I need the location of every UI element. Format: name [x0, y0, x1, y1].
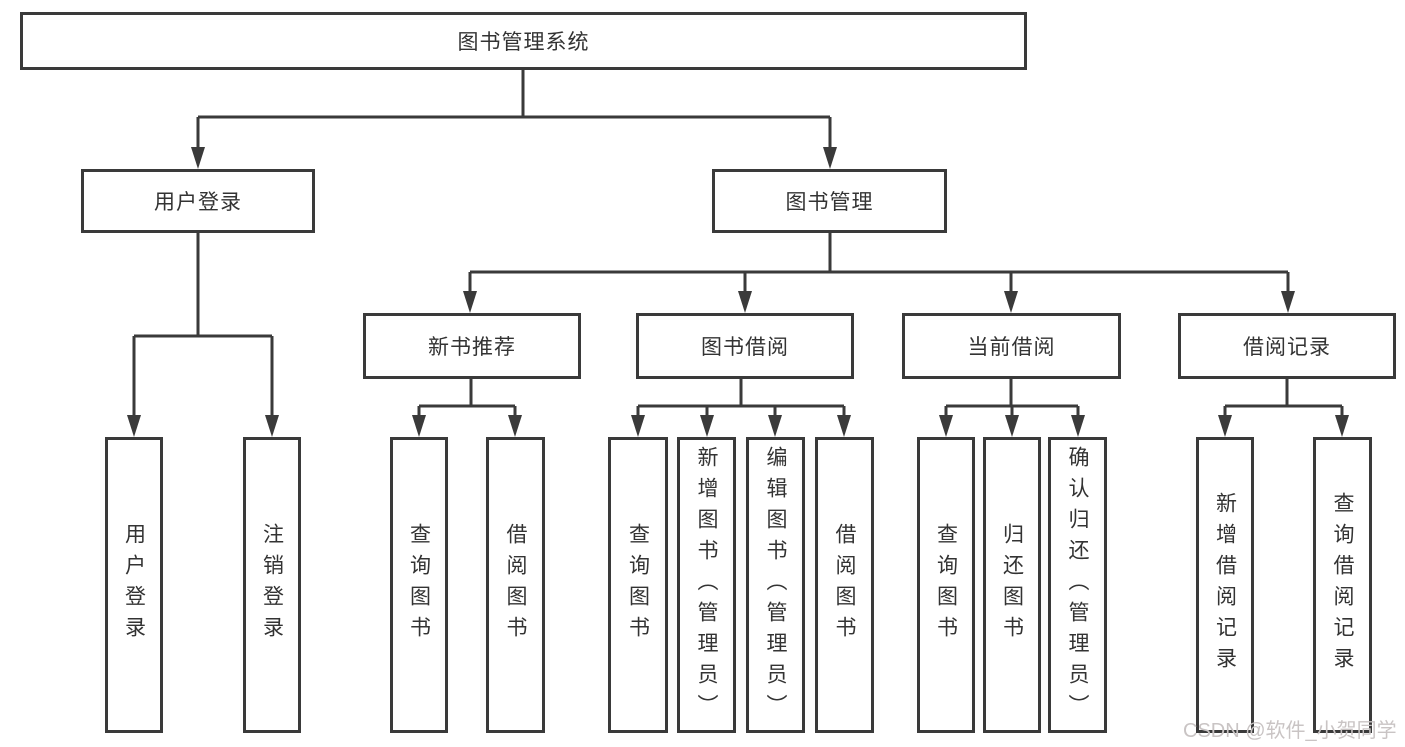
- connector-line: [944, 406, 948, 416]
- leaf-node-user-login: 用户登录: [105, 437, 163, 733]
- connector-line: [705, 406, 709, 416]
- leaf-node-query-borrow-record: 查询借阅记录: [1313, 437, 1372, 733]
- node-label: 归还图书: [1000, 523, 1024, 647]
- connector-line: [638, 404, 844, 408]
- arrow-down-icon: [939, 415, 953, 437]
- arrow-down-icon: [1218, 415, 1232, 437]
- node-library-system: 图书管理系统: [20, 12, 1027, 70]
- arrow-down-icon: [1281, 291, 1295, 313]
- node-label: 确认归还（管理员）: [1066, 445, 1089, 725]
- leaf-node-query-books: 查询图书: [608, 437, 668, 733]
- node-borrow-records: 借阅记录: [1178, 313, 1396, 379]
- connector-line: [134, 334, 272, 338]
- connector-line: [773, 406, 777, 416]
- connector-line: [513, 406, 517, 416]
- node-label: 查询借阅记录: [1331, 492, 1354, 678]
- connector-line: [1340, 406, 1344, 416]
- arrow-down-icon: [1004, 291, 1018, 313]
- connector-line: [132, 336, 136, 416]
- arrow-down-icon: [508, 415, 522, 437]
- leaf-node-query-books-recommend: 查询图书: [390, 437, 448, 733]
- leaf-node-borrow-books: 借阅图书: [815, 437, 874, 733]
- leaf-node-add-books-admin: 新增图书（管理员）: [677, 437, 736, 733]
- arrow-down-icon: [1071, 415, 1085, 437]
- node-label: 借阅记录: [1243, 336, 1331, 359]
- connector-line: [1285, 379, 1289, 407]
- connector-line: [419, 404, 515, 408]
- arrow-down-icon: [837, 415, 851, 437]
- node-book-management: 图书管理: [712, 169, 947, 233]
- node-label: 借阅图书: [833, 523, 856, 647]
- connector-line: [828, 233, 832, 273]
- connector-line: [198, 115, 830, 119]
- node-label: 查询图书: [626, 523, 650, 647]
- arrow-down-icon: [1335, 415, 1349, 437]
- node-label: 借阅图书: [504, 523, 527, 647]
- arrow-down-icon: [700, 415, 714, 437]
- node-label: 用户登录: [154, 191, 242, 214]
- arrow-down-icon: [823, 147, 837, 169]
- connector-line: [1286, 272, 1290, 293]
- connector-line: [521, 70, 525, 118]
- node-label: 查询图书: [407, 523, 431, 647]
- leaf-node-query-books-current: 查询图书: [917, 437, 975, 733]
- connector-line: [196, 117, 200, 148]
- leaf-node-confirm-return-admin: 确认归还（管理员）: [1048, 437, 1107, 733]
- arrow-down-icon: [412, 415, 426, 437]
- arrow-down-icon: [127, 415, 141, 437]
- connector-line: [470, 270, 1288, 274]
- node-label: 图书借阅: [701, 336, 789, 359]
- csdn-watermark: CSDN @软件_小贺同学: [1183, 720, 1397, 742]
- node-current-borrow: 当前借阅: [902, 313, 1121, 379]
- node-label: 新书推荐: [428, 336, 516, 359]
- leaf-node-logout: 注销登录: [243, 437, 301, 733]
- node-book-borrow: 图书借阅: [636, 313, 854, 379]
- node-new-book-recommend: 新书推荐: [363, 313, 581, 379]
- connector-line: [1076, 406, 1080, 416]
- connector-line: [468, 272, 472, 293]
- node-label: 注销登录: [260, 523, 284, 647]
- arrow-down-icon: [738, 291, 752, 313]
- connector-line: [469, 379, 473, 407]
- node-label: 新增图书（管理员）: [695, 445, 718, 725]
- node-user-login: 用户登录: [81, 169, 315, 233]
- connector-line: [1009, 379, 1013, 407]
- node-label: 编辑图书（管理员）: [764, 445, 787, 725]
- connector-line: [828, 117, 832, 148]
- connector-line: [270, 336, 274, 416]
- node-label: 图书管理系统: [457, 31, 590, 54]
- leaf-node-edit-books-admin: 编辑图书（管理员）: [746, 437, 805, 733]
- leaf-node-borrow-books-recommend: 借阅图书: [486, 437, 545, 733]
- connector-line: [1225, 404, 1342, 408]
- node-label: 查询图书: [934, 523, 958, 647]
- connector-line: [636, 406, 640, 416]
- connector-line: [196, 233, 200, 337]
- arrow-down-icon: [1005, 415, 1019, 437]
- node-label: 新增借阅记录: [1213, 492, 1237, 678]
- connector-line: [1223, 406, 1227, 416]
- connector-line: [417, 406, 421, 416]
- arrow-down-icon: [265, 415, 279, 437]
- arrow-down-icon: [768, 415, 782, 437]
- leaf-node-return-books: 归还图书: [983, 437, 1041, 733]
- connector-line: [842, 406, 846, 416]
- node-label: 用户登录: [122, 523, 146, 647]
- arrow-down-icon: [631, 415, 645, 437]
- connector-line: [1009, 272, 1013, 293]
- connector-line: [1010, 406, 1014, 416]
- connector-line: [739, 379, 743, 407]
- node-label: 图书管理: [785, 191, 874, 214]
- connector-line: [743, 272, 747, 293]
- leaf-node-add-borrow-record: 新增借阅记录: [1196, 437, 1254, 733]
- arrow-down-icon: [191, 147, 205, 169]
- node-label: 当前借阅: [967, 336, 1056, 359]
- arrow-down-icon: [463, 291, 477, 313]
